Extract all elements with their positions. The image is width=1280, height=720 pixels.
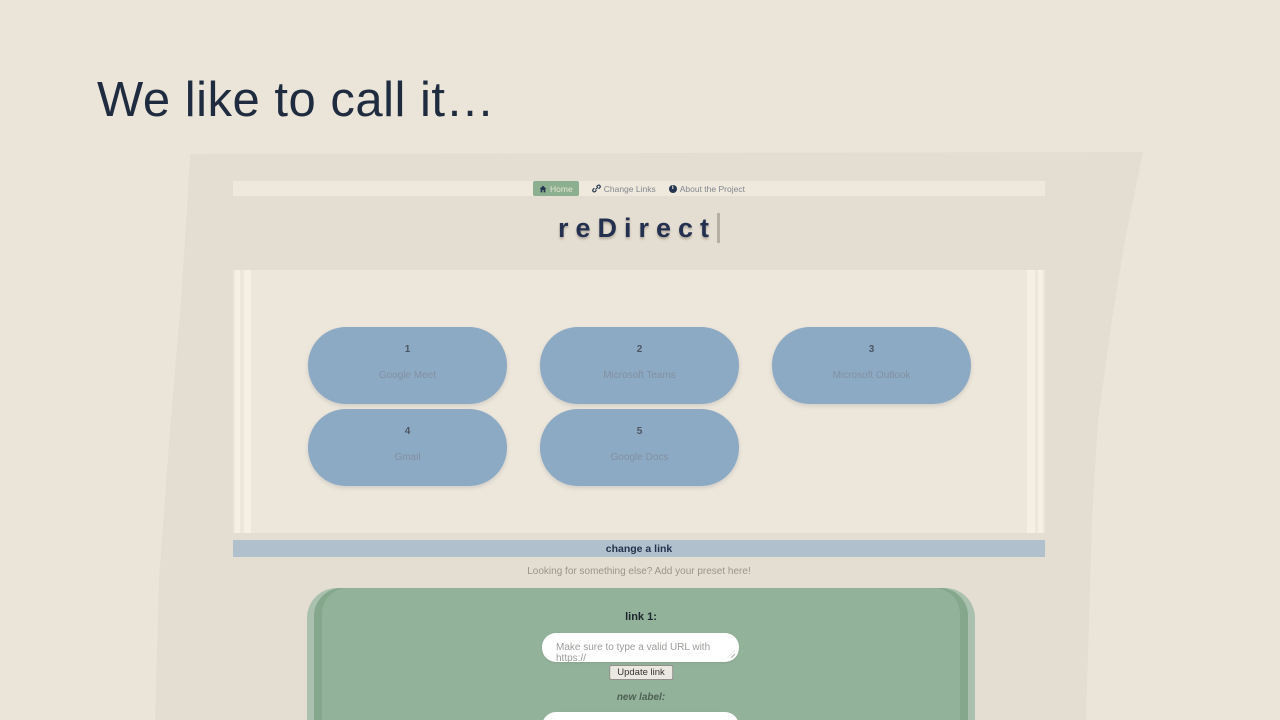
preset-label: Gmail <box>394 452 421 463</box>
site-title-row: reDirect <box>233 213 1045 244</box>
typing-cursor <box>717 213 721 243</box>
nav-item-label: Home <box>550 183 573 194</box>
preset-label: Microsoft Teams <box>603 370 676 381</box>
navbar: Home Change Links i About the Project <box>233 181 1045 196</box>
preset-button-gmail[interactable]: 4 Gmail <box>308 409 507 486</box>
new-label-text: new label: <box>616 692 666 703</box>
site-title: reDirect <box>557 213 717 243</box>
preset-number: 1 <box>404 344 411 355</box>
panel-border-stripe <box>244 270 251 533</box>
preset-button-microsoft-outlook[interactable]: 3 Microsoft Outlook <box>772 327 971 404</box>
link-form-heading: link 1: <box>625 611 657 623</box>
preset-number: 2 <box>636 344 643 355</box>
nav-item-about[interactable]: i About the Project <box>668 181 745 196</box>
change-link-bar[interactable]: change a link <box>233 540 1045 557</box>
preset-label: Microsoft Outlook <box>832 370 911 381</box>
preset-number: 3 <box>868 344 875 355</box>
link-form-panel: link 1: Update link new label: <box>307 588 975 720</box>
new-label-input[interactable] <box>542 712 739 720</box>
preset-prompt-text: Looking for something else? Add your pre… <box>527 566 751 577</box>
link-icon <box>591 184 601 193</box>
nav-item-home[interactable]: Home <box>533 181 579 196</box>
preset-button-google-meet[interactable]: 1 Google Meet <box>308 327 507 404</box>
preset-label: Google Docs <box>610 452 669 463</box>
nav-item-change-links[interactable]: Change Links <box>591 181 656 196</box>
nav-item-label: About the Project <box>679 183 745 194</box>
panel-border-stripe <box>235 270 240 533</box>
presets-panel: 1 Google Meet 2 Microsoft Teams 3 Micros… <box>233 270 1045 533</box>
info-icon: i <box>668 184 677 193</box>
panel-border-stripe <box>1027 270 1035 533</box>
url-input[interactable] <box>542 633 739 662</box>
new-label-input-wrap <box>542 712 739 720</box>
preset-number: 5 <box>636 426 643 437</box>
panel-border-stripe <box>1038 270 1043 533</box>
preset-button-google-docs[interactable]: 5 Google Docs <box>540 409 739 486</box>
preset-label: Google Meet <box>378 370 437 381</box>
url-input-wrap <box>542 633 739 662</box>
update-link-button[interactable]: Update link <box>609 665 673 680</box>
home-icon <box>539 185 547 193</box>
slide-title: We like to call it… <box>97 73 495 127</box>
nav-item-label: Change Links <box>603 183 656 194</box>
preset-button-microsoft-teams[interactable]: 2 Microsoft Teams <box>540 327 739 404</box>
preset-number: 4 <box>404 426 411 437</box>
